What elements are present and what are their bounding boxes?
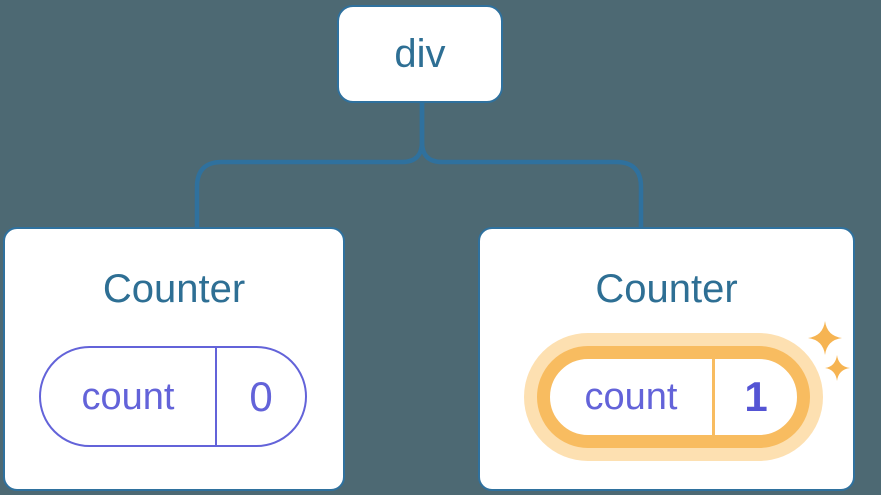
state-value-cell: 1 xyxy=(715,359,797,435)
state-value: 0 xyxy=(249,372,273,420)
state-pill-highlighted: count 1 xyxy=(537,346,810,448)
connector-left-branch xyxy=(194,103,425,228)
counter-title: Counter xyxy=(595,267,738,311)
state-value-cell: 0 xyxy=(217,348,305,445)
counter-title: Counter xyxy=(102,267,246,311)
state-value: 1 xyxy=(744,373,768,420)
connector-right-branch xyxy=(419,103,644,228)
state-key-label: count xyxy=(81,375,175,418)
state-key-label: count xyxy=(584,376,678,418)
counter-card-right: Counter count 1 xyxy=(478,227,855,491)
root-node-label: div xyxy=(394,32,446,76)
state-key-cell: count xyxy=(41,348,217,445)
sparkle-large xyxy=(808,321,842,355)
state-pill: count 0 xyxy=(39,346,307,447)
tree-node-root: div xyxy=(337,5,503,103)
sparkle-small xyxy=(825,355,850,381)
state-key-cell: count xyxy=(550,359,715,435)
counter-card-left: Counter count 0 xyxy=(3,227,345,491)
